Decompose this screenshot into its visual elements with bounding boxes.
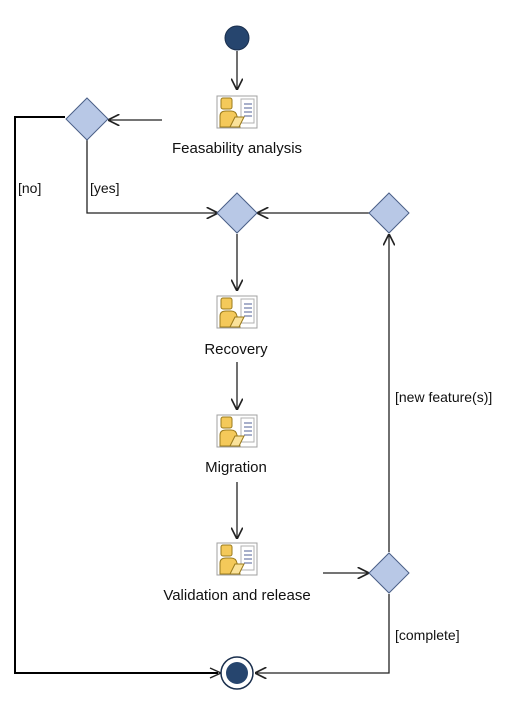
decision-feasible[interactable] — [65, 97, 109, 141]
merge-node-loop[interactable] — [368, 192, 410, 234]
guard-new-features: [new feature(s)] — [395, 389, 492, 405]
edge-complete-to-final — [256, 594, 390, 673]
activity-person-icon[interactable] — [216, 295, 258, 329]
activity-label-feasibility: Feasability analysis — [172, 140, 302, 157]
activity-label-validation: Validation and release — [163, 587, 310, 604]
edge-yes-to-merge — [86, 138, 217, 213]
guard-yes: [yes] — [90, 180, 120, 196]
activity-person-icon[interactable] — [216, 414, 258, 448]
decision-release[interactable] — [368, 552, 410, 594]
activity-person-icon[interactable] — [216, 542, 258, 576]
activity-label-recovery: Recovery — [204, 341, 268, 358]
activity-person-icon[interactable] — [216, 95, 258, 129]
activity-label-migration: Migration — [205, 459, 267, 476]
guard-no: [no] — [18, 180, 41, 196]
guard-complete: [complete] — [395, 627, 460, 643]
final-node — [226, 662, 248, 684]
initial-node[interactable] — [224, 25, 250, 51]
edge-no-to-final — [14, 116, 218, 674]
merge-node[interactable] — [216, 192, 258, 234]
